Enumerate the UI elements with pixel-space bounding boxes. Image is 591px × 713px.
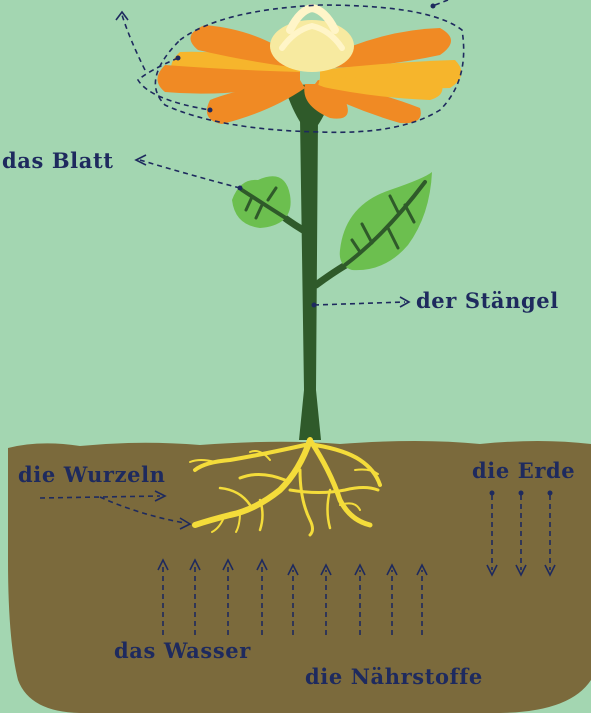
leaf-pointer (136, 155, 240, 188)
label-stem: der Stängel (416, 290, 559, 311)
label-nutrients: die Nährstoffe (305, 666, 483, 687)
flower (158, 8, 462, 125)
right-leaf (340, 172, 432, 270)
stem (262, 118, 375, 440)
label-soil: die Erde (472, 460, 575, 481)
label-roots: die Wurzeln (18, 464, 166, 485)
stem-pointer (314, 297, 409, 307)
label-water: das Wasser (114, 640, 251, 661)
label-leaf: das Blatt (2, 150, 114, 171)
